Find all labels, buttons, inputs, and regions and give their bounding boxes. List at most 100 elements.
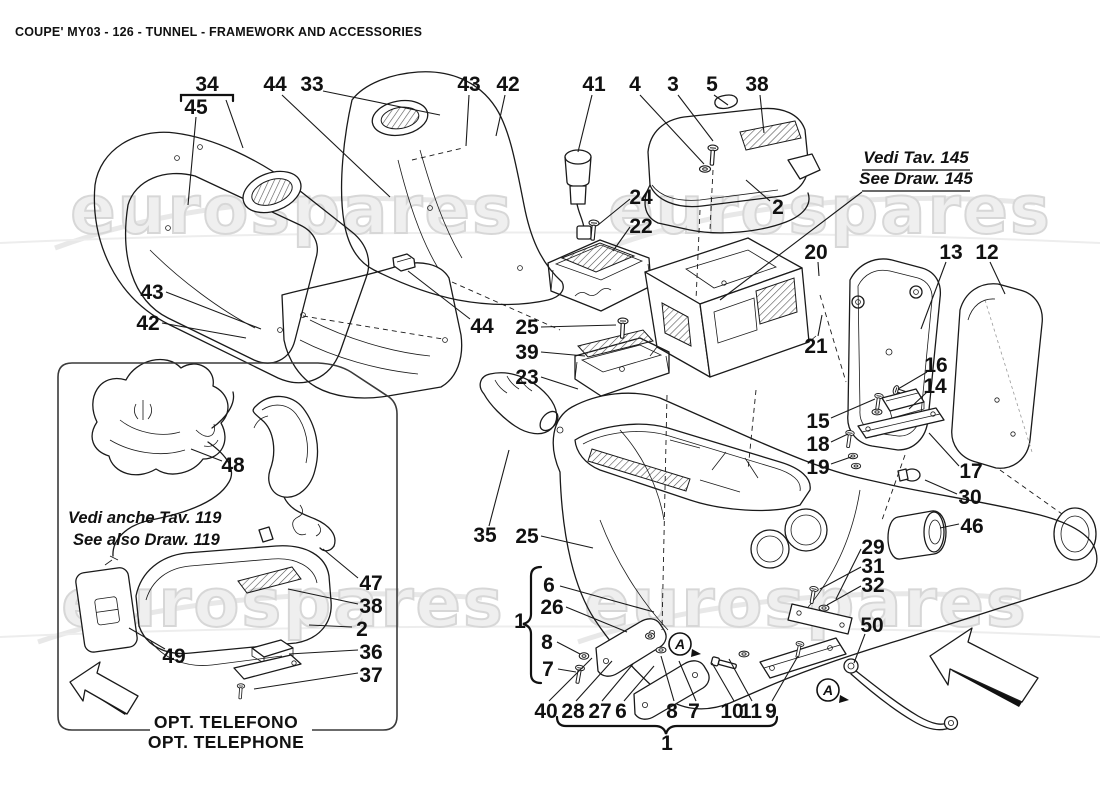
part-center-panel bbox=[340, 71, 564, 306]
part-bag-48 bbox=[91, 358, 235, 566]
inset-box bbox=[57, 362, 398, 731]
caption-opt-telephone: OPT. TELEPHONE bbox=[148, 732, 304, 752]
callout-6: 6 bbox=[543, 574, 555, 597]
callout-29: 29 bbox=[861, 536, 884, 559]
callout-35: 35 bbox=[473, 524, 497, 547]
part-support-14 bbox=[881, 388, 925, 412]
callout-25: 25 bbox=[515, 316, 539, 339]
part-washer-11 bbox=[738, 650, 750, 658]
callout-50: 50 bbox=[860, 614, 883, 637]
callout-11: 11 bbox=[740, 700, 763, 723]
part-plug-30 bbox=[897, 468, 921, 482]
callout-38: 38 bbox=[745, 73, 769, 96]
caption-opt-telefono: OPT. TELEFONO bbox=[154, 712, 298, 732]
svg-text:A: A bbox=[674, 636, 685, 652]
callout-22: 22 bbox=[629, 215, 652, 238]
callout-25: 25 bbox=[515, 525, 539, 548]
part-pad-39 bbox=[577, 329, 654, 358]
note-see-drawing-119: Vedi anche Tav. 119 See also Draw. 119 bbox=[68, 509, 222, 549]
part-hinge bbox=[787, 153, 821, 180]
callout-12: 12 bbox=[975, 241, 998, 264]
watermark-text: eurospares bbox=[608, 171, 1052, 249]
callout-9: 9 bbox=[765, 700, 777, 723]
callout-43: 43 bbox=[457, 73, 480, 96]
callout-7: 7 bbox=[542, 658, 554, 681]
part-screw-15 bbox=[872, 392, 885, 412]
note-119-line1: Vedi anche Tav. 119 bbox=[68, 509, 222, 527]
callout-31: 31 bbox=[861, 555, 885, 578]
svg-text:A: A bbox=[822, 682, 833, 698]
callout-4: 4 bbox=[629, 73, 641, 96]
note-see-drawing-145: Vedi Tav. 145 See Draw. 145 bbox=[859, 148, 973, 192]
callout-42: 42 bbox=[496, 73, 519, 96]
part-bolt-18 bbox=[843, 429, 856, 449]
callout-1: 1 bbox=[514, 610, 526, 633]
detail-marker-A: A bbox=[816, 678, 849, 703]
callout-18: 18 bbox=[806, 433, 830, 456]
part-clip-5 bbox=[714, 94, 738, 110]
part-lower-panel bbox=[281, 253, 463, 399]
part-side-panel-left bbox=[93, 131, 370, 384]
part-armrest-lid bbox=[644, 94, 821, 234]
part-washer-40 bbox=[655, 646, 667, 654]
callout-14: 14 bbox=[923, 375, 947, 398]
callout-20: 20 bbox=[804, 241, 827, 264]
callout-27: 27 bbox=[588, 700, 611, 723]
callout-48: 48 bbox=[221, 454, 245, 477]
callout-38: 38 bbox=[359, 595, 383, 618]
part-screw-3 bbox=[706, 144, 719, 167]
callout-7: 7 bbox=[688, 700, 700, 723]
callout-47: 47 bbox=[359, 572, 382, 595]
callout-33: 33 bbox=[300, 73, 323, 96]
callout-8: 8 bbox=[666, 700, 678, 723]
part-handbrake-channel bbox=[587, 448, 691, 492]
part-washer-32 bbox=[818, 604, 830, 612]
part-ground-strap-50 bbox=[843, 658, 959, 731]
callout-36: 36 bbox=[359, 641, 382, 664]
part-bracket-29 bbox=[787, 603, 853, 635]
page-title: COUPE' MY03 - 126 - TUNNEL - FRAMEWORK A… bbox=[15, 25, 422, 39]
bracket-34 bbox=[179, 93, 235, 103]
note-145-line2: See Draw. 145 bbox=[859, 169, 973, 188]
part-strap-27 bbox=[633, 660, 710, 720]
part-armrest-inset bbox=[135, 545, 332, 700]
callout-1: 1 bbox=[661, 732, 673, 755]
brace-group-1-bottom bbox=[555, 715, 779, 735]
callout-15: 15 bbox=[806, 410, 830, 433]
callout-13: 13 bbox=[939, 241, 962, 264]
callout-16: 16 bbox=[924, 354, 947, 377]
part-cup-46 bbox=[887, 510, 947, 560]
callout-6: 6 bbox=[615, 700, 627, 723]
callout-44: 44 bbox=[263, 73, 287, 96]
callout-17: 17 bbox=[959, 460, 982, 483]
callout-21: 21 bbox=[804, 335, 828, 358]
callout-49: 49 bbox=[162, 645, 185, 668]
callout-44: 44 bbox=[470, 315, 494, 338]
detail-marker-A: A bbox=[668, 632, 701, 657]
callout-37: 37 bbox=[359, 664, 382, 687]
leader-lines bbox=[128, 90, 1063, 735]
callout-39: 39 bbox=[515, 341, 538, 364]
callout-43: 43 bbox=[140, 281, 163, 304]
callout-45: 45 bbox=[184, 96, 208, 119]
part-inner-panel-45 bbox=[125, 172, 318, 364]
callout-41: 41 bbox=[582, 73, 606, 96]
callout-3: 3 bbox=[667, 73, 679, 96]
inset-arrow bbox=[69, 661, 139, 715]
callout-2: 2 bbox=[356, 618, 368, 641]
caption-phone-option: OPT. TELEFONO OPT. TELEPHONE bbox=[148, 712, 304, 752]
callout-46: 46 bbox=[960, 515, 983, 538]
note-145-line1: Vedi Tav. 145 bbox=[863, 148, 969, 167]
callout-30: 30 bbox=[958, 486, 981, 509]
part-bracket-9 bbox=[759, 637, 847, 679]
callout-34: 34 bbox=[195, 73, 219, 96]
direction-arrow bbox=[929, 627, 1039, 707]
part-mount-hardware bbox=[572, 585, 853, 720]
part-tunnel-body bbox=[552, 392, 1098, 710]
part-handset-47 bbox=[252, 395, 336, 552]
note-119-line2: See also Draw. 119 bbox=[73, 531, 221, 549]
callout-19: 19 bbox=[806, 456, 829, 479]
